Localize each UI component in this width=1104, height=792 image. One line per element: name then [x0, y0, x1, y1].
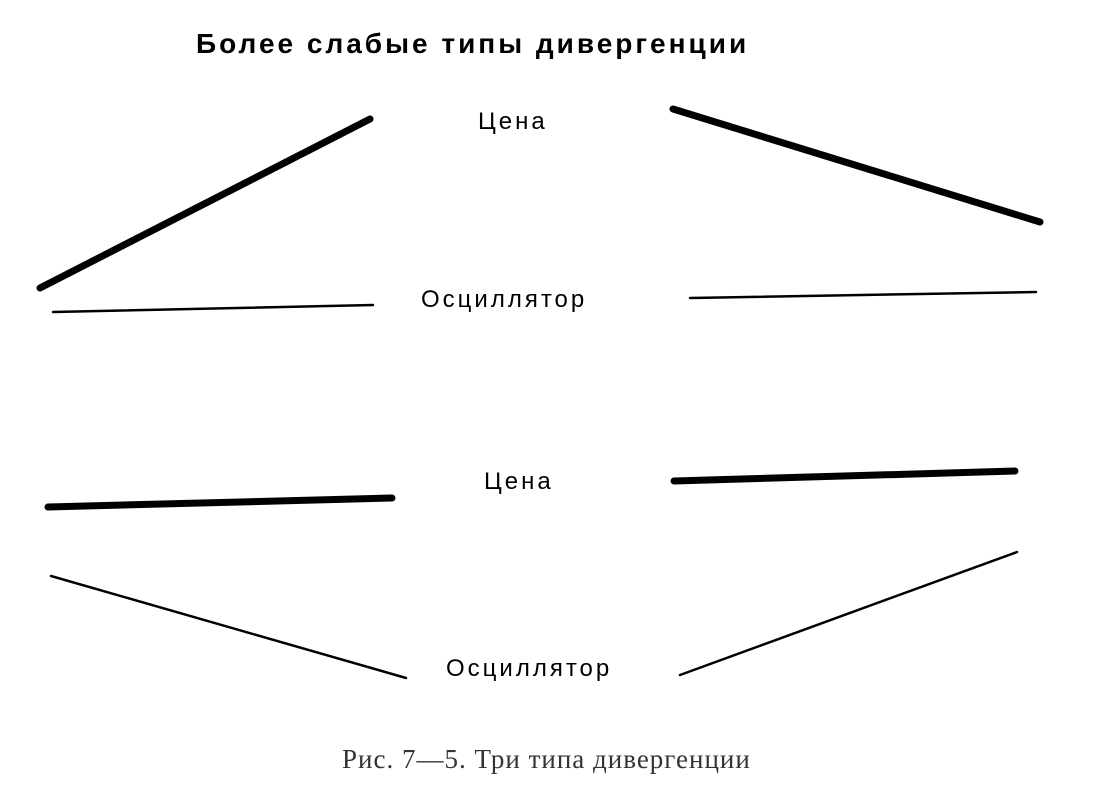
top-oscillator-label: Осциллятор [421, 286, 588, 313]
bottom-left-oscillator-line [49, 574, 408, 680]
bottom-oscillator-label: Осциллятор [446, 655, 613, 682]
top-right-oscillator-line [688, 290, 1038, 300]
bottom-left-price-line [44, 494, 396, 511]
top-right-price-line [669, 105, 1044, 226]
bottom-right-oscillator-line [678, 550, 1019, 677]
figure-caption: Рис. 7—5. Три типа дивергенции [342, 744, 751, 774]
figure-title: Более слабые типы дивергенции [196, 28, 750, 59]
top-left-price-line [36, 115, 374, 292]
bottom-price-label: Цена [484, 468, 554, 495]
bottom-right-price-line [670, 467, 1019, 485]
top-price-label: Цена [478, 108, 548, 135]
top-left-oscillator-line [51, 303, 375, 314]
